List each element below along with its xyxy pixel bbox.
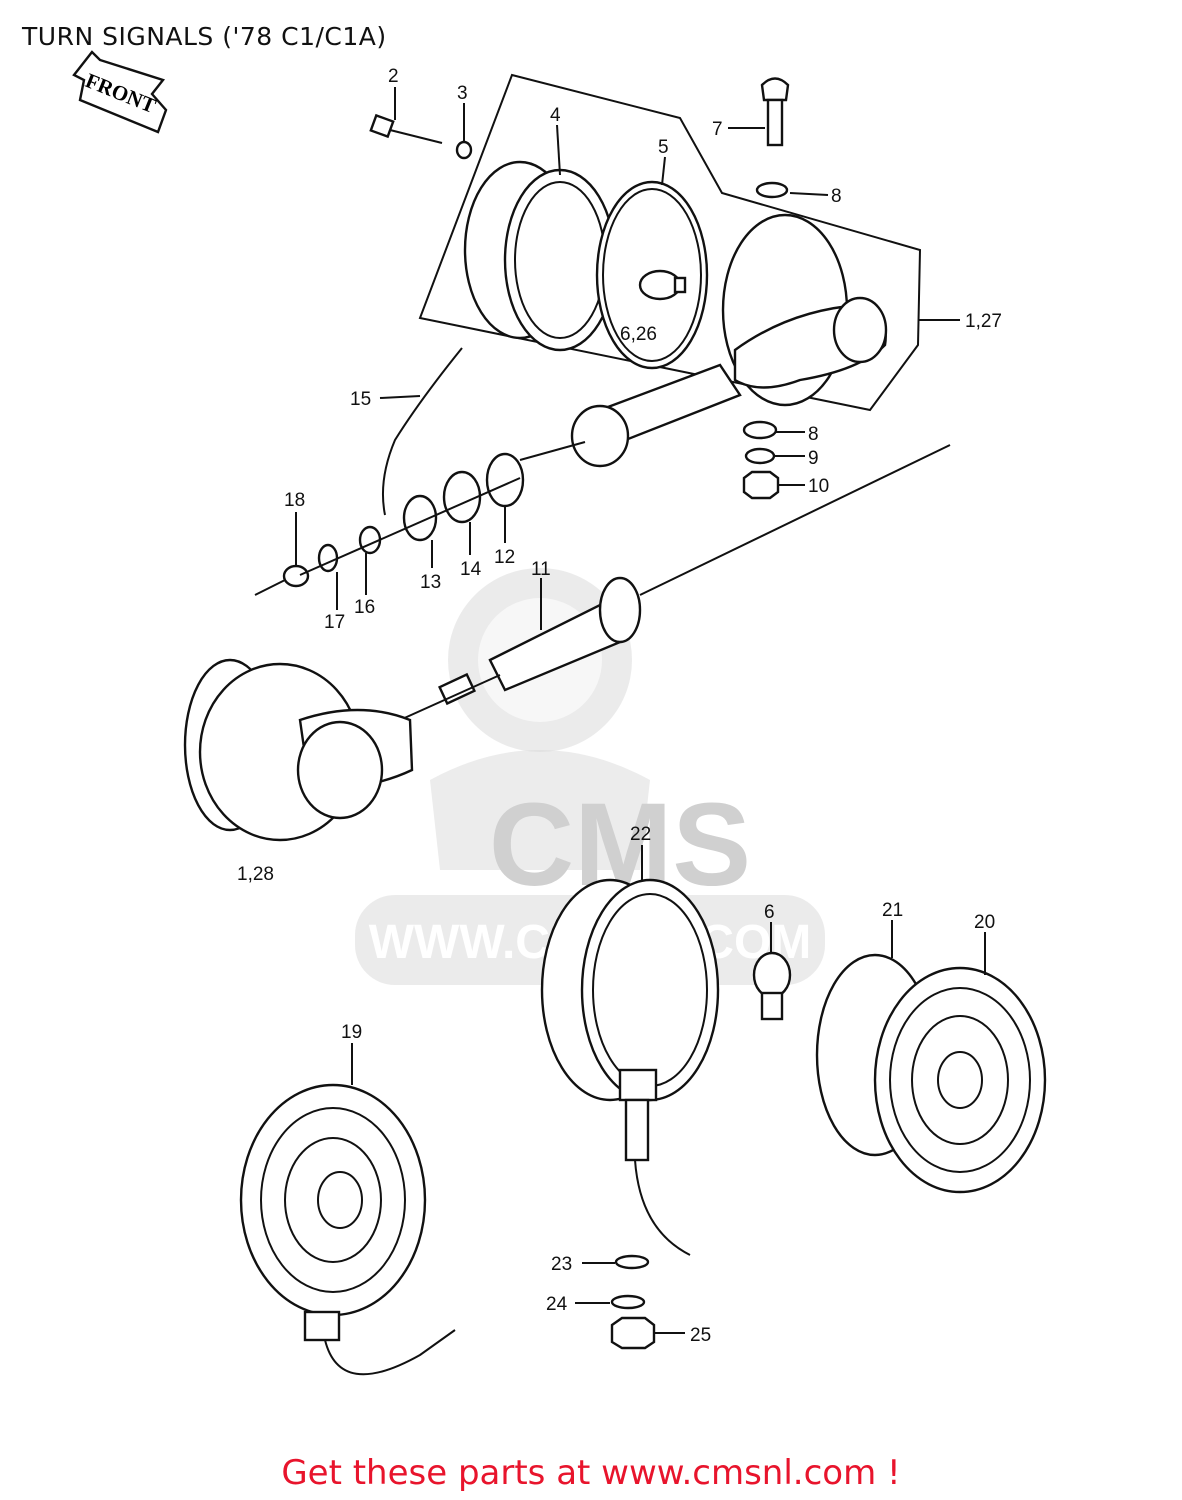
label-8-top: 8 bbox=[831, 186, 842, 207]
label-17: 17 bbox=[324, 612, 345, 633]
label-21: 21 bbox=[882, 900, 903, 921]
lens-20 bbox=[873, 966, 1047, 1194]
washer-8-top bbox=[755, 181, 789, 199]
label-8: 8 bbox=[808, 424, 819, 445]
label-4: 4 bbox=[550, 105, 561, 126]
nut-10 bbox=[742, 470, 780, 500]
bolt-7 bbox=[760, 77, 790, 147]
leader-lines bbox=[295, 87, 986, 1334]
label-11: 11 bbox=[531, 559, 551, 580]
footer-link[interactable]: Get these parts at www.cmsnl.com ! bbox=[281, 1453, 901, 1493]
label-13: 13 bbox=[420, 572, 441, 593]
lens-4 bbox=[463, 160, 617, 352]
front-arrow-icon: FRONT bbox=[72, 50, 168, 134]
label-2: 2 bbox=[388, 66, 399, 87]
label-6: 6 bbox=[764, 902, 775, 923]
housing-1-27 bbox=[570, 213, 888, 468]
signal-22 bbox=[540, 878, 720, 1256]
washer-9 bbox=[744, 447, 776, 465]
label-1-27: 1,27 bbox=[965, 311, 1002, 332]
label-5: 5 bbox=[658, 137, 669, 158]
stem-11 bbox=[399, 444, 951, 721]
washer-8 bbox=[742, 420, 778, 440]
label-12: 12 bbox=[494, 547, 515, 568]
bolt-2 bbox=[369, 113, 443, 144]
label-19: 19 bbox=[341, 1022, 362, 1043]
grommet-13 bbox=[402, 494, 438, 542]
washer-3 bbox=[455, 140, 473, 160]
washer-24 bbox=[610, 1294, 646, 1310]
label-15: 15 bbox=[350, 389, 371, 410]
washer-23 bbox=[614, 1254, 650, 1270]
label-9: 9 bbox=[808, 448, 819, 469]
washer-17 bbox=[317, 543, 339, 573]
wire-15 bbox=[382, 347, 463, 516]
bulb-6 bbox=[752, 951, 792, 1021]
terminal-18 bbox=[254, 564, 310, 596]
label-20: 20 bbox=[974, 912, 995, 933]
housing-1-28 bbox=[183, 658, 414, 842]
bulb-6-26 bbox=[638, 269, 687, 301]
label-1-28: 1,28 bbox=[237, 864, 274, 885]
label-24: 24 bbox=[546, 1294, 568, 1315]
label-25: 25 bbox=[690, 1325, 711, 1346]
label-6-26: 6,26 bbox=[620, 324, 657, 345]
label-23: 23 bbox=[551, 1254, 572, 1275]
signal-19 bbox=[239, 1083, 456, 1376]
label-3: 3 bbox=[457, 83, 468, 104]
label-22: 22 bbox=[630, 824, 651, 845]
washer-14 bbox=[442, 470, 482, 524]
label-16: 16 bbox=[354, 597, 375, 618]
label-14: 14 bbox=[460, 559, 482, 580]
label-10: 10 bbox=[808, 476, 829, 497]
part-labels: 2 3 4 5 7 8 6,26 1,27 15 8 9 10 18 13 14… bbox=[237, 66, 1002, 1346]
label-18: 18 bbox=[284, 490, 305, 511]
page-title: TURN SIGNALS ('78 C1/C1A) bbox=[22, 22, 387, 51]
mounting-bracket bbox=[418, 73, 922, 412]
nut-25 bbox=[610, 1316, 656, 1350]
label-7: 7 bbox=[712, 119, 723, 140]
